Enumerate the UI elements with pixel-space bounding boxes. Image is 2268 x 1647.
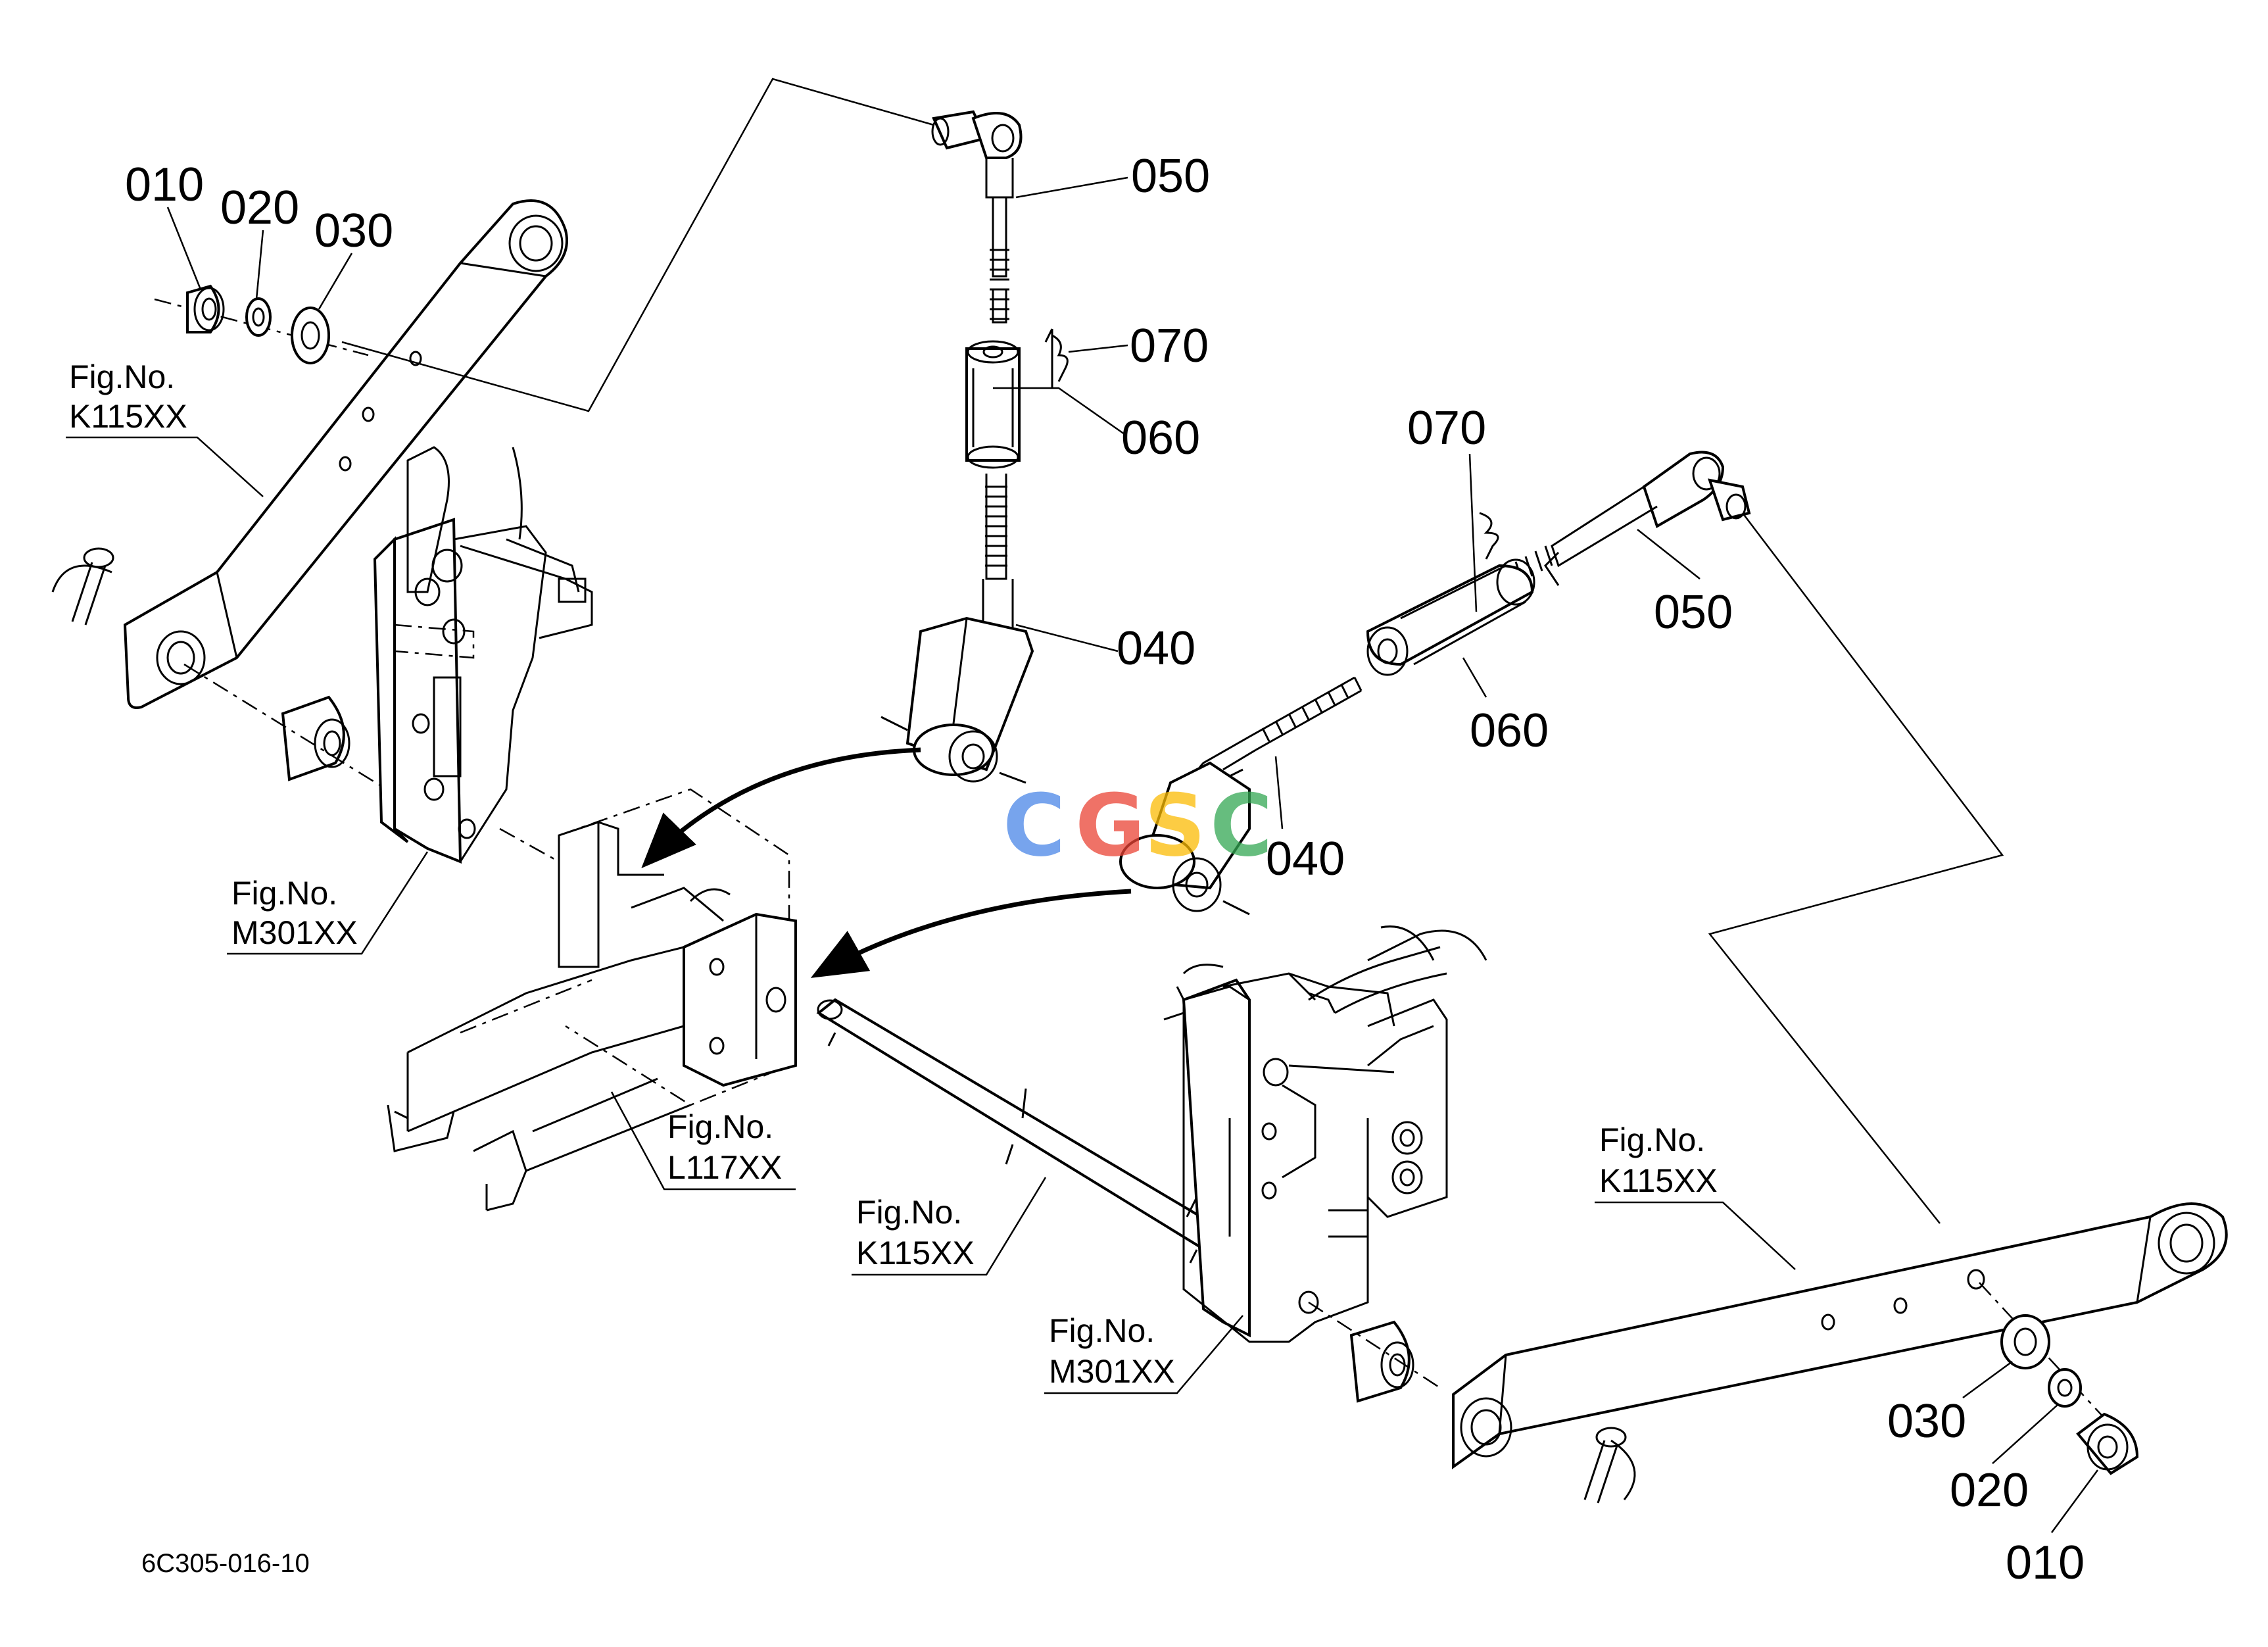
left-lower-link-arm [123,199,568,709]
right-bracket [1163,925,1487,1343]
diagram-code: 6C305-016-10 [141,1549,310,1578]
upper-lift-rod [881,110,1053,784]
label-right-060: 060 [1470,704,1549,757]
left-hardware-stack [154,284,369,364]
fig-ref-shaft: Fig.No. K115XX [852,1177,1047,1276]
fig-ref-right-arm-code: K115XX [1599,1162,1718,1199]
right-rod-part-labels: 070 050 060 040 [1266,402,1733,885]
fig-ref-left-arm: Fig.No. K115XX [66,358,264,497]
center-frame [387,788,797,1212]
label-left-030: 030 [314,205,393,257]
fig-ref-right-bracket-label: Fig.No. [1049,1312,1155,1349]
label-left-010: 010 [125,159,204,211]
assembly-leader-lines [341,78,2004,1224]
right-lift-rod [1119,451,1751,916]
upper-clip-pin [1051,334,1069,382]
watermark-letter-2: G [1075,775,1146,875]
right-spacer-collar [1308,1301,1441,1403]
label-right-040: 040 [1266,833,1345,885]
left-lynch-pin [51,547,114,626]
label-right-020: 020 [1950,1464,2029,1517]
fig-ref-frame-code: L117XX [667,1149,782,1186]
fig-ref-shaft-code: K115XX [856,1235,975,1271]
left-spacer-collar [183,663,408,804]
fig-ref-frame: Fig.No. L117XX [610,1091,796,1191]
right-lynch-pin [1583,1427,1636,1504]
upper-rod-part-labels: 050 070 060 040 [993,150,1210,675]
watermark-letter-1: C [1003,775,1065,875]
right-part-labels: 030 020 010 [1887,1360,2099,1589]
label-upper-040: 040 [1117,622,1195,675]
fig-ref-frame-label: Fig.No. [667,1108,773,1145]
watermark-letter-4: C [1210,775,1272,875]
right-clip-pin [1479,512,1499,560]
label-right-010: 010 [2006,1536,2085,1589]
left-bracket [373,446,593,864]
fig-ref-right-bracket-code: M301XX [1049,1353,1175,1390]
fig-ref-right-bracket: Fig.No. M301XX [1044,1312,1243,1394]
left-bracket-bolt [414,549,466,645]
label-upper-070: 070 [1130,320,1209,372]
right-hardware-stack [1979,1282,2139,1475]
label-right-050: 050 [1654,586,1733,639]
label-upper-050: 050 [1131,150,1210,203]
label-upper-060: 060 [1121,412,1200,464]
fig-ref-left-bracket: Fig.No. M301XX [227,851,429,955]
watermark-logo: C G S C [1003,775,1272,875]
watermark-letter-3: S [1144,775,1206,875]
fig-ref-right-arm-label: Fig.No. [1599,1121,1705,1158]
assembly-arrows [641,747,1132,978]
fig-ref-left-bracket-label: Fig.No. [231,875,337,912]
fig-ref-right-arm: Fig.No. K115XX [1595,1121,1796,1270]
label-right-070: 070 [1407,402,1486,455]
label-left-020: 020 [220,182,299,234]
left-part-labels: 010 020 030 [125,159,393,310]
fig-ref-left-arm-label: Fig.No. [69,358,175,395]
right-lower-link-arm [1452,1202,2228,1469]
label-right-030: 030 [1887,1395,1966,1448]
fig-ref-left-arm-code: K115XX [69,398,187,435]
fig-ref-shaft-label: Fig.No. [856,1194,962,1231]
fig-ref-left-bracket-code: M301XX [231,914,358,951]
